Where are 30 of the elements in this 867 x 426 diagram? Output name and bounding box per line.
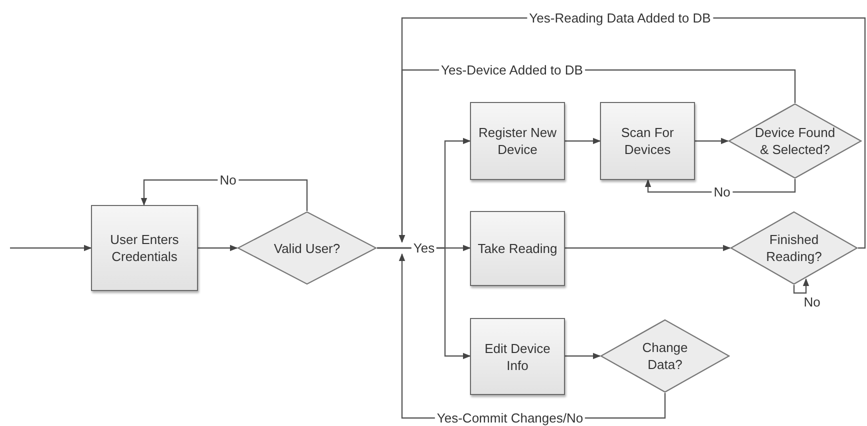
process-box — [600, 102, 695, 180]
process-box — [470, 318, 565, 395]
arrow — [793, 278, 810, 294]
arrow — [198, 244, 238, 252]
arrow — [565, 138, 601, 144]
edge-label: No — [712, 184, 732, 200]
arrow — [644, 179, 796, 193]
process-box — [470, 102, 565, 180]
edge-label: Yes-Device Added to DB — [439, 62, 585, 78]
arrow — [565, 244, 731, 252]
process-box — [91, 205, 198, 291]
node-text: User Enters Credentials — [109, 231, 180, 265]
node-text: Valid User? — [272, 240, 342, 256]
edge-label: Yes — [411, 240, 437, 256]
node-text: Finished Reading? — [765, 231, 823, 265]
arrow — [695, 138, 729, 144]
node-text: Change Data? — [641, 339, 689, 373]
edge-label: Yes-Reading Data Added to DB — [527, 10, 713, 26]
process-box — [470, 211, 565, 286]
node-text: Edit Device Info — [484, 340, 552, 374]
node-text: Device Found & Selected? — [754, 124, 836, 158]
node-text: Register New Device — [477, 124, 558, 158]
arrow — [140, 179, 308, 211]
node-text: Take Reading — [476, 240, 558, 257]
edge-label: No — [218, 172, 238, 188]
edge-label: Yes-Commit Changes/No — [434, 410, 586, 426]
node-text: Scan For Devices — [620, 124, 675, 158]
edge-label: No — [802, 294, 822, 310]
arrow — [10, 244, 92, 252]
arrow — [565, 352, 601, 360]
